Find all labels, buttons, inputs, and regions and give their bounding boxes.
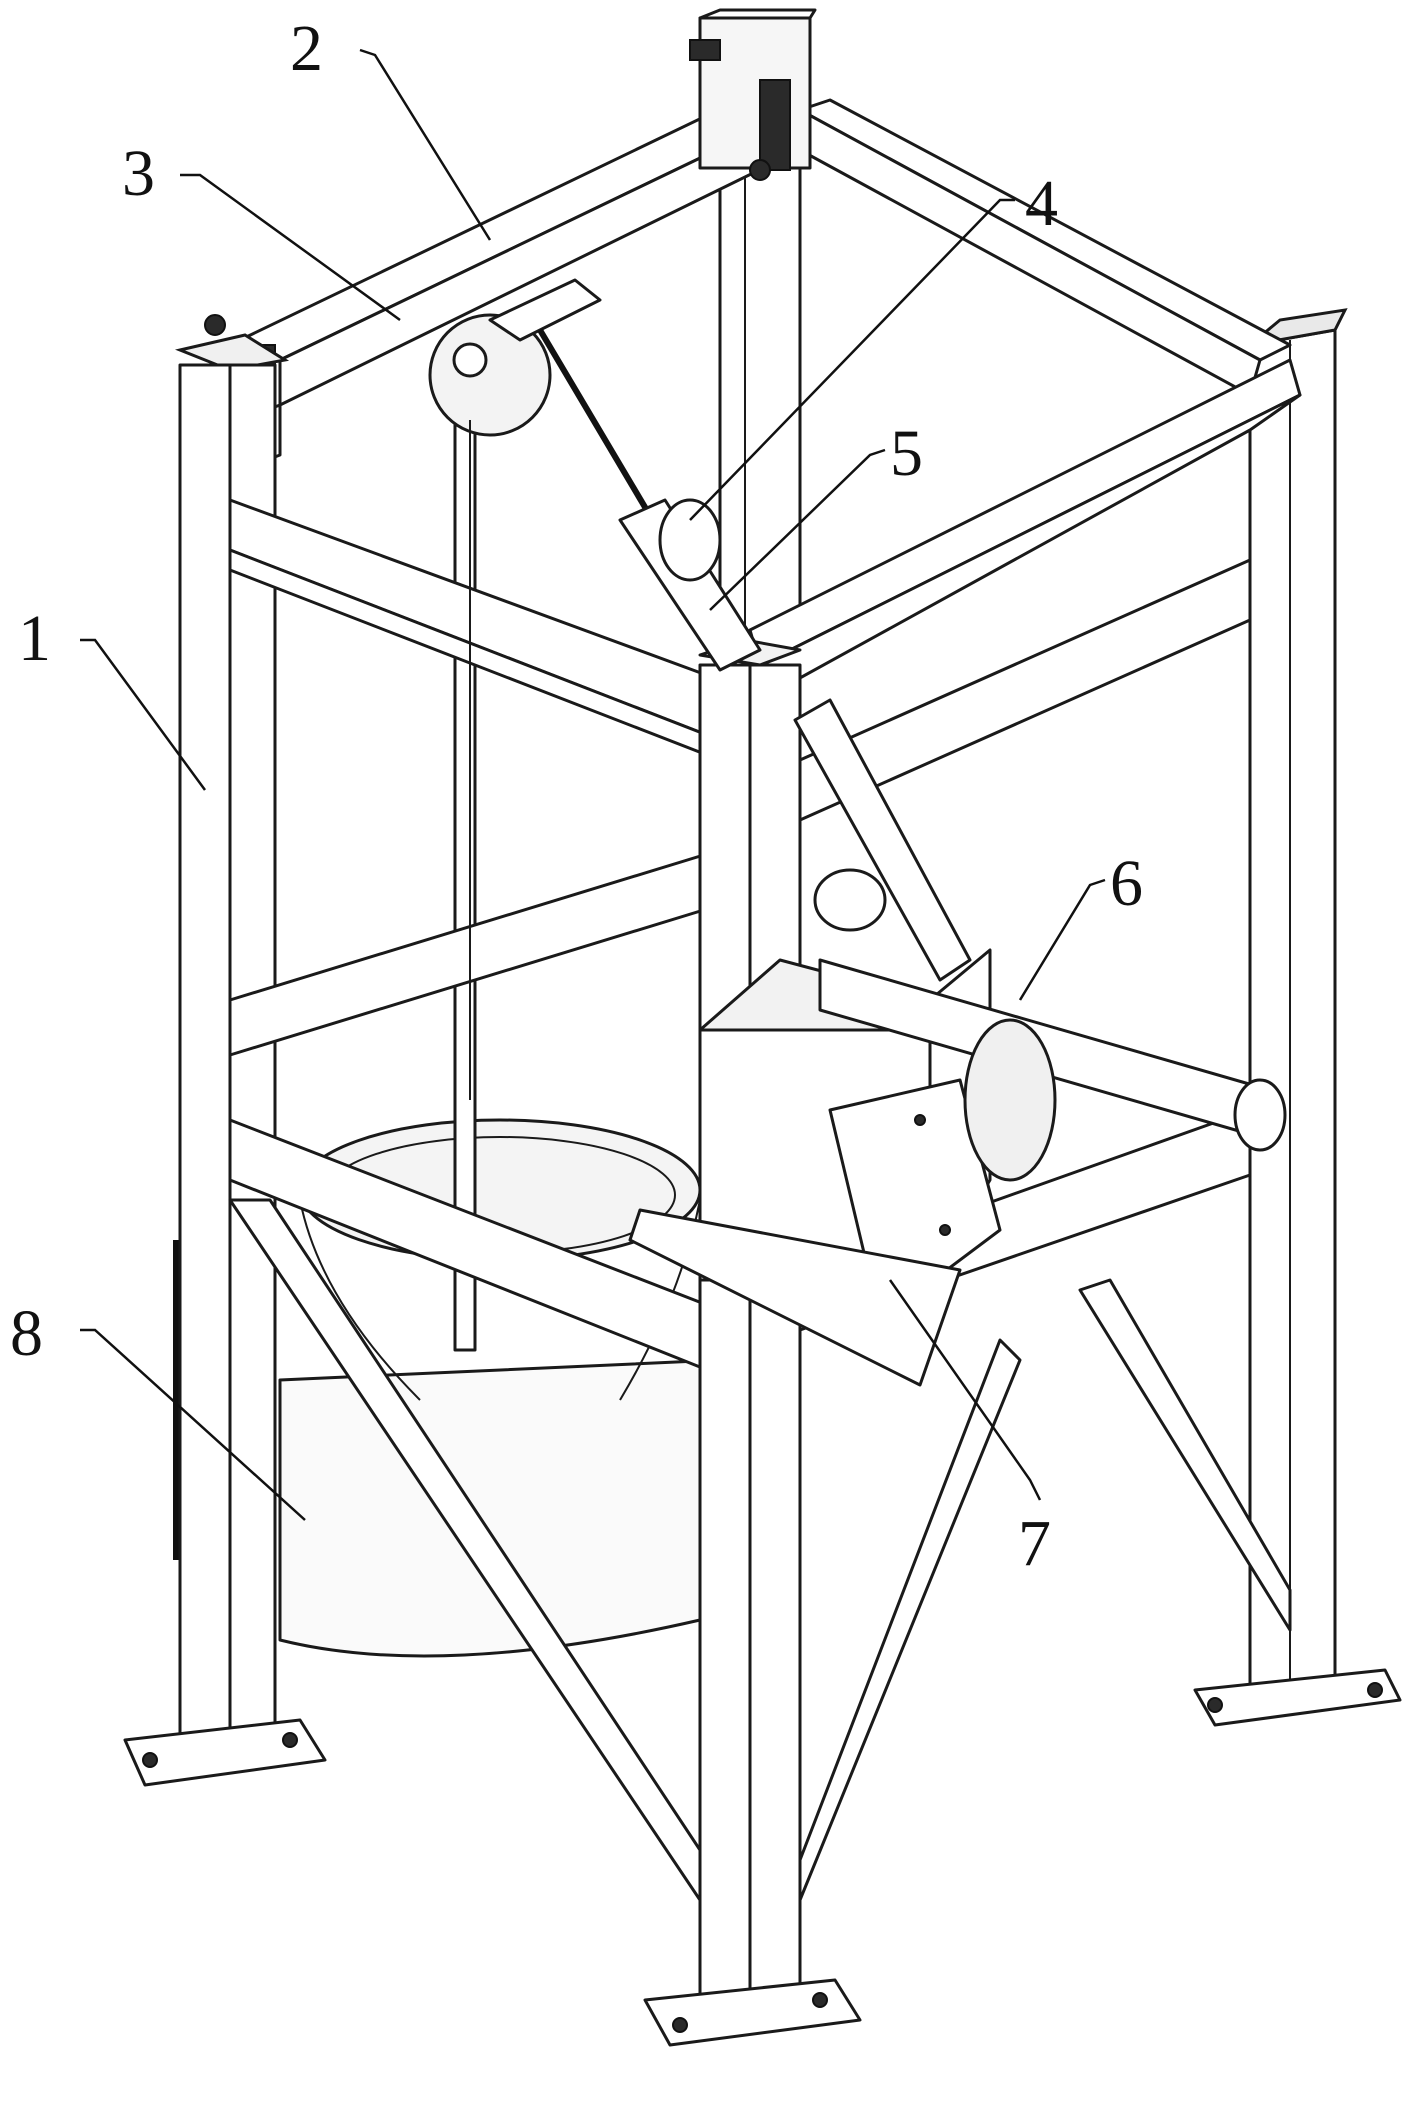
leader-8 bbox=[80, 1328, 306, 1521]
front-post bbox=[643, 638, 862, 2047]
leader-4 bbox=[689, 198, 1015, 521]
leader-5 bbox=[709, 448, 886, 611]
label-5: 5 bbox=[890, 417, 923, 490]
lift-arm bbox=[618, 498, 972, 982]
braces bbox=[228, 1198, 1292, 1902]
left-post bbox=[123, 333, 327, 1787]
leader-lines bbox=[80, 48, 1106, 1521]
leader-1 bbox=[80, 638, 207, 791]
labels: 1 2 3 4 5 6 7 8 bbox=[10, 12, 1143, 1580]
top-frame bbox=[238, 8, 1292, 472]
leader-6 bbox=[1018, 878, 1106, 1001]
label-8: 8 bbox=[10, 1297, 43, 1370]
motor-assembly bbox=[628, 868, 1287, 1387]
label-2: 2 bbox=[290, 12, 323, 85]
beams bbox=[228, 358, 1302, 1377]
leader-2 bbox=[359, 48, 492, 241]
leader-7 bbox=[888, 1279, 1042, 1501]
label-6: 6 bbox=[1110, 847, 1143, 920]
label-3: 3 bbox=[122, 137, 155, 210]
label-4: 4 bbox=[1025, 167, 1058, 240]
label-7: 7 bbox=[1018, 1507, 1051, 1580]
leader-3 bbox=[180, 173, 401, 322]
pulley bbox=[428, 278, 703, 1100]
label-1: 1 bbox=[18, 602, 51, 675]
